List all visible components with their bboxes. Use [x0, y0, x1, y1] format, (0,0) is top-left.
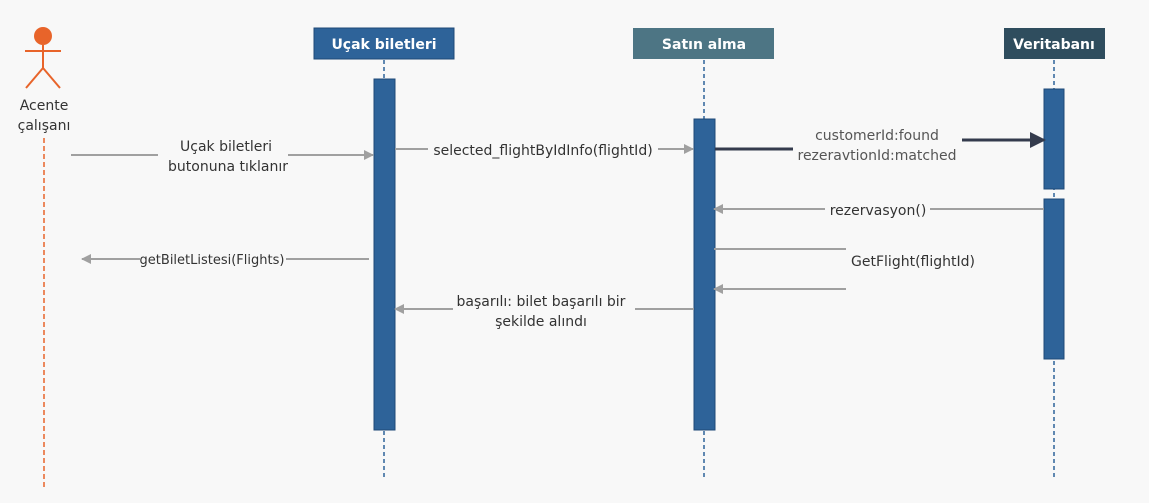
actor-acente-calisani: Acente çalışanı [18, 27, 71, 490]
participant-satin-alma[interactable]: Satın alma [633, 28, 774, 59]
message-basarili: başarılı: bilet başarılı bir şekilde alı… [394, 294, 694, 330]
participant-label: Satın alma [662, 37, 746, 53]
participant-box [1004, 28, 1105, 59]
actor-label-line2: çalışanı [18, 118, 71, 134]
message-get-bilet-listesi: getBiletListesi(Flights) [81, 253, 369, 268]
message-customer-found: customerId:found rezeravtionId:matched [715, 128, 1046, 164]
message-label: selected_flightByIdInfo(flightId) [433, 143, 652, 159]
activation-bar-veri-2 [1043, 198, 1065, 360]
activation-bar-satin [693, 118, 716, 431]
actor-head [34, 27, 52, 45]
message-label-line1: customerId:found [815, 128, 939, 144]
participant-ucak-biletleri[interactable]: Uçak biletleri [313, 27, 455, 60]
participant-label: Uçak biletleri [331, 37, 436, 53]
message-label-line1: Uçak biletleri [180, 139, 272, 155]
participant-veritabani[interactable]: Veritabanı [1004, 28, 1105, 59]
message-label: GetFlight(flightId) [851, 254, 975, 270]
message-label-line2: şekilde alındı [495, 314, 587, 330]
message-label: getBiletListesi(Flights) [140, 253, 285, 268]
activation-bar-veri-1 [1043, 88, 1065, 190]
actor-label-line1: Acente [20, 98, 69, 114]
participant-box [313, 27, 455, 60]
message-selected-flight: selected_flightByIdInfo(flightId) [395, 143, 694, 159]
participant-box [633, 28, 774, 59]
message-label-line2: rezeravtionId:matched [798, 148, 957, 164]
participant-label: Veritabanı [1013, 37, 1095, 53]
message-label-line2: butonuna tıklanır [168, 159, 288, 175]
activation-bar-ucak [373, 78, 396, 431]
actor-left-leg [25, 67, 44, 89]
message-label: rezervasyon() [830, 203, 927, 219]
message-label-line1: başarılı: bilet başarılı bir [457, 294, 626, 310]
message-get-flight: GetFlight(flightId) [713, 248, 975, 294]
message-rezervasyon: rezervasyon() [713, 203, 1044, 219]
message-ucak-biletleri-click: Uçak biletleri butonuna tıklanır [71, 139, 374, 175]
actor-right-leg [42, 67, 61, 89]
